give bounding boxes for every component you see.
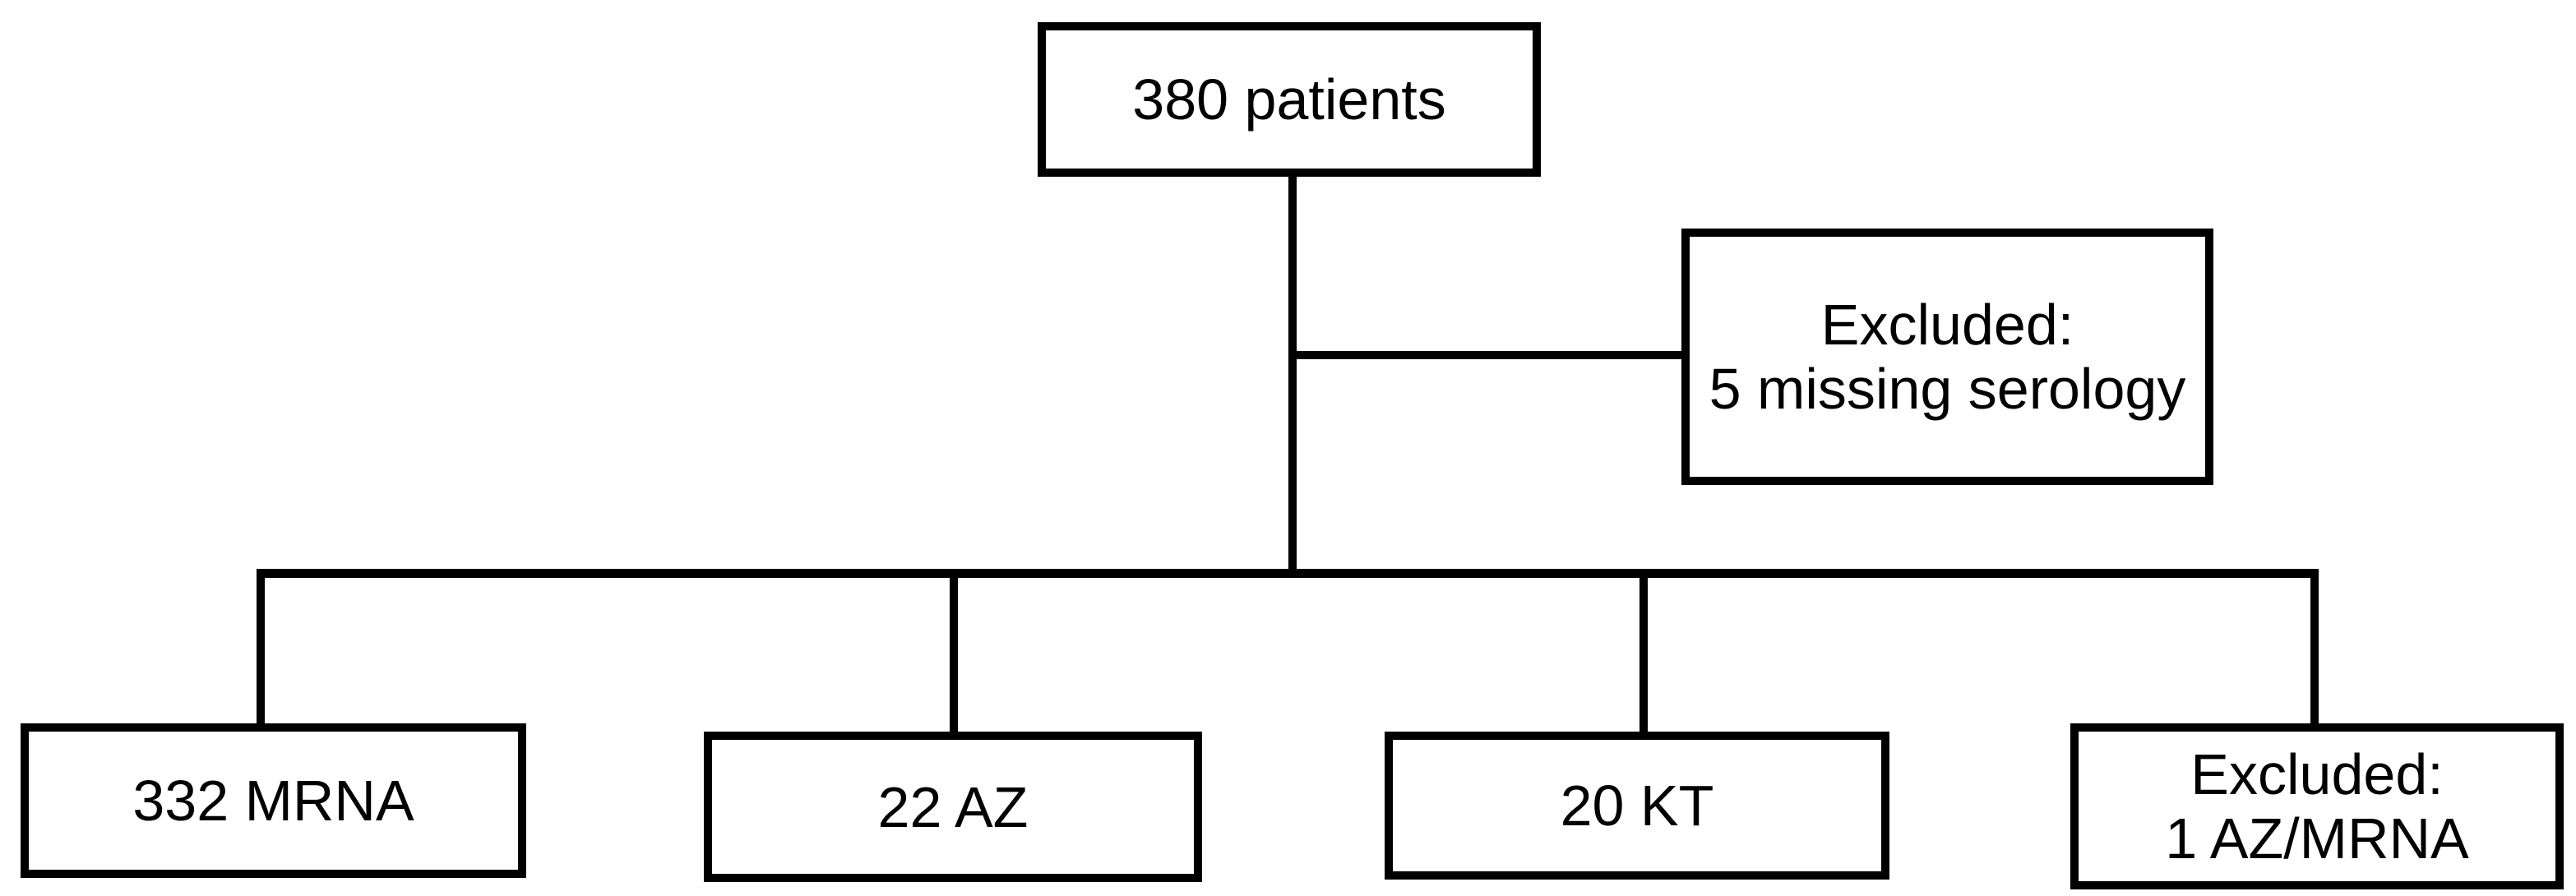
node-excluded-az-mrna-line1: Excluded: [2190, 742, 2444, 806]
connector-branch-rail [257, 569, 2319, 578]
node-20-kt-label: 20 KT [1560, 774, 1714, 838]
connector-patients-to-branch [1288, 177, 1297, 577]
node-380-patients-label: 380 patients [1132, 67, 1446, 132]
node-22-az-label: 22 AZ [877, 774, 1029, 839]
node-excluded-missing-serology: Excluded: 5 missing serology [1681, 229, 2213, 485]
connector-drop-excluded-az-mrna [2310, 569, 2319, 727]
node-excluded-az-mrna: Excluded: 1 AZ/MRNA [2070, 723, 2564, 889]
connector-drop-az [950, 569, 958, 735]
connector-drop-kt [1639, 569, 1648, 735]
node-excluded-az-mrna-line2: 1 AZ/MRNA [2165, 806, 2469, 871]
node-332-mrna: 332 MRNA [21, 723, 526, 878]
node-20-kt: 20 KT [1385, 732, 1889, 880]
connector-elbow-to-excluded-serology [1293, 351, 1681, 359]
node-excluded-missing-serology-line2: 5 missing serology [1709, 357, 2186, 421]
node-332-mrna-label: 332 MRNA [132, 769, 414, 833]
node-22-az: 22 AZ [704, 732, 1202, 882]
node-excluded-missing-serology-line1: Excluded: [1820, 293, 2074, 357]
connector-drop-mrna [257, 569, 265, 727]
node-380-patients: 380 patients [1038, 22, 1541, 177]
